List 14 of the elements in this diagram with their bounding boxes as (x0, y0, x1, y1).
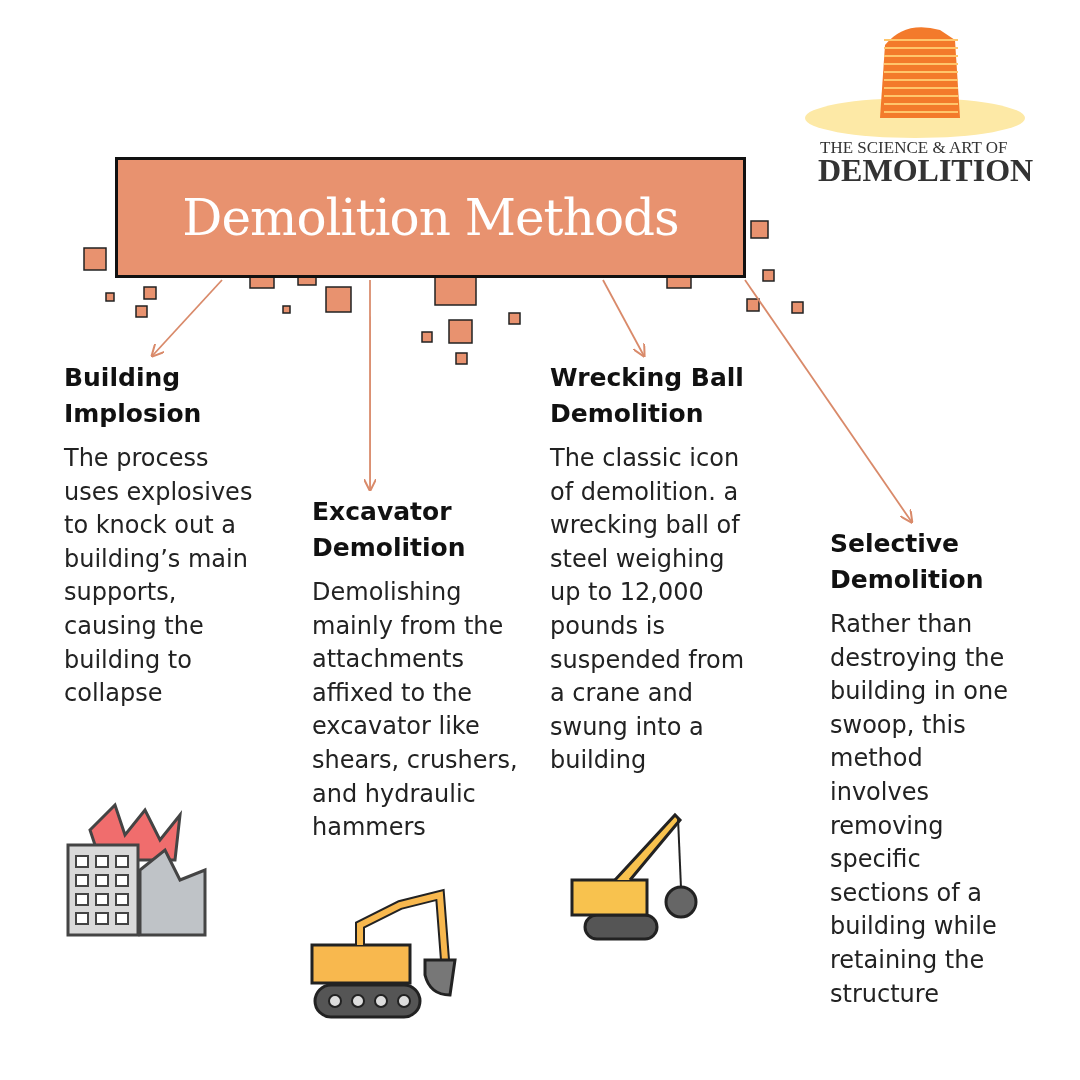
method-heading: Wrecking Ball Demolition (550, 362, 745, 430)
method-description: The process uses explosives to knock out a building’s main supports, causing the building to collapse (64, 443, 254, 710)
arrow (150, 279, 223, 358)
method-description: Demolishing mainly from the attachments affixed to the excavator like shears, crushers, and hydraulic hammers (312, 577, 519, 844)
title-banner (115, 157, 746, 278)
title-text: Demolition Methods (182, 188, 679, 247)
method-heading: Selective Demolition (830, 528, 985, 596)
method-heading: Excavator Demolition (312, 496, 467, 564)
method-description: The classic icon of demolition. a wrecking ball of steel weighing up to 12,000 pounds is suspended from a crane and swung into a building (550, 443, 746, 777)
arrow (744, 279, 914, 525)
arrow (602, 279, 646, 359)
arrow (362, 279, 378, 493)
method-description: Rather than destroying the building in one swoop, this method involves removing specific sections of a building while retaining the structure (830, 609, 1009, 1010)
method-heading: Building Implosion (64, 362, 203, 430)
